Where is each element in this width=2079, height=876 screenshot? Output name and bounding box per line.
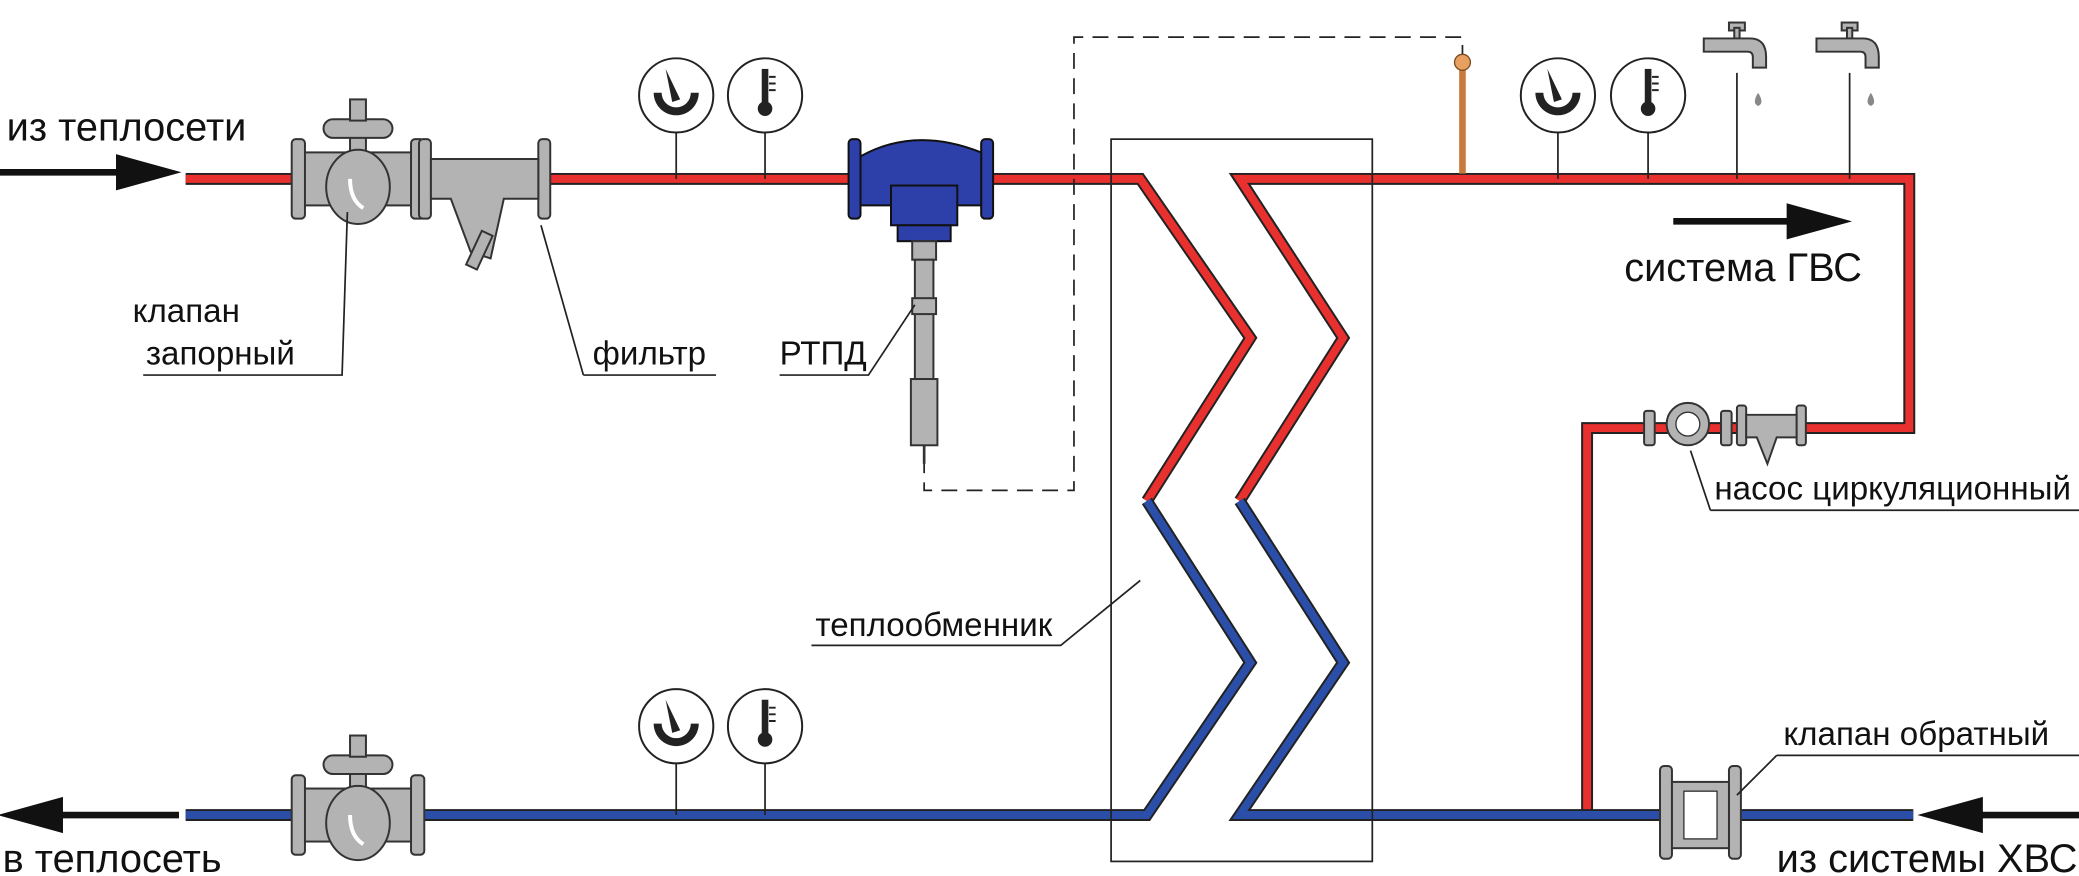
pressure-gauge-icon (638, 688, 715, 765)
label-circulation-pump: насос циркуляционный (1714, 471, 2071, 508)
shutoff-valve-icon (289, 97, 427, 226)
label-shutoff-valve: клапан (133, 293, 240, 330)
arrow-left-icon (0, 796, 179, 834)
thermometer-icon (726, 57, 804, 134)
circulation-pump-icon (1643, 401, 1733, 447)
water-tap-icon (1702, 21, 1768, 108)
label-shutoff-valve: запорный (146, 335, 295, 372)
label-check-valve: клапан обратный (1783, 716, 2049, 753)
label-heat-exchanger: теплообменник (815, 607, 1052, 644)
arrow-left-icon (1917, 796, 2079, 834)
filter-icon (1735, 404, 1807, 467)
label-rtpd: РТПД (780, 335, 867, 372)
rtpd-regulator-icon (847, 138, 995, 464)
dhw-pipe (1228, 172, 1916, 822)
thermometer-icon (1609, 57, 1687, 134)
impulse-line (923, 36, 1464, 492)
water-tap-icon (1815, 21, 1880, 108)
label-from-cold-water: из системы ХВС (1777, 837, 2078, 876)
arrow-right-icon (1673, 203, 1853, 240)
check-valve-icon (1659, 765, 1742, 860)
label-dhw-system: система ГВС (1624, 246, 1862, 290)
thermometer-icon (726, 688, 804, 765)
label-from-network: из теплосети (7, 105, 247, 149)
label-to-network: в теплосеть (3, 837, 222, 876)
sensor-bulb-icon (1453, 53, 1472, 71)
pressure-gauge-icon (1519, 57, 1597, 134)
filter-icon (417, 138, 552, 271)
arrow-right-icon (0, 154, 182, 191)
supply-pipe (185, 172, 1258, 822)
heat-exchanger (1110, 138, 1374, 863)
label-filter: фильтр (593, 335, 706, 372)
pressure-gauge-icon (638, 57, 715, 134)
shutoff-valve-icon (289, 733, 427, 863)
